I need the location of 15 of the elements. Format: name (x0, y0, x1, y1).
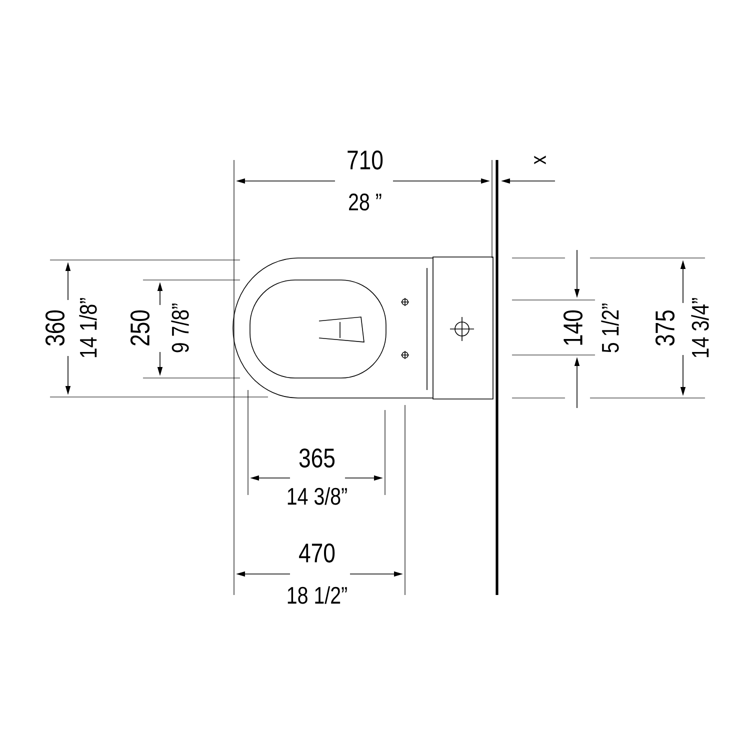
dimension-label: 360 (45, 310, 65, 346)
dimension-label: 710 (348, 150, 383, 170)
dimension-label: 5 1/2” (601, 304, 619, 352)
dimension-label: x (534, 156, 546, 164)
dimension-label: 14 1/8” (79, 298, 97, 358)
dimension-label: 140 (563, 310, 583, 345)
dimension-label: 365 (299, 448, 335, 468)
dimension-label: 14 3/8” (288, 487, 347, 505)
dimension-label: 18 1/2” (288, 586, 347, 604)
dimension-label: 28 ” (349, 194, 382, 210)
dimension-label: 14 3/4” (691, 298, 709, 358)
dimension-label: 9 7/8” (171, 304, 189, 352)
dimension-label: 470 (299, 543, 335, 563)
dimension-label: 375 (655, 310, 675, 346)
dimension-label: 250 (130, 310, 150, 346)
